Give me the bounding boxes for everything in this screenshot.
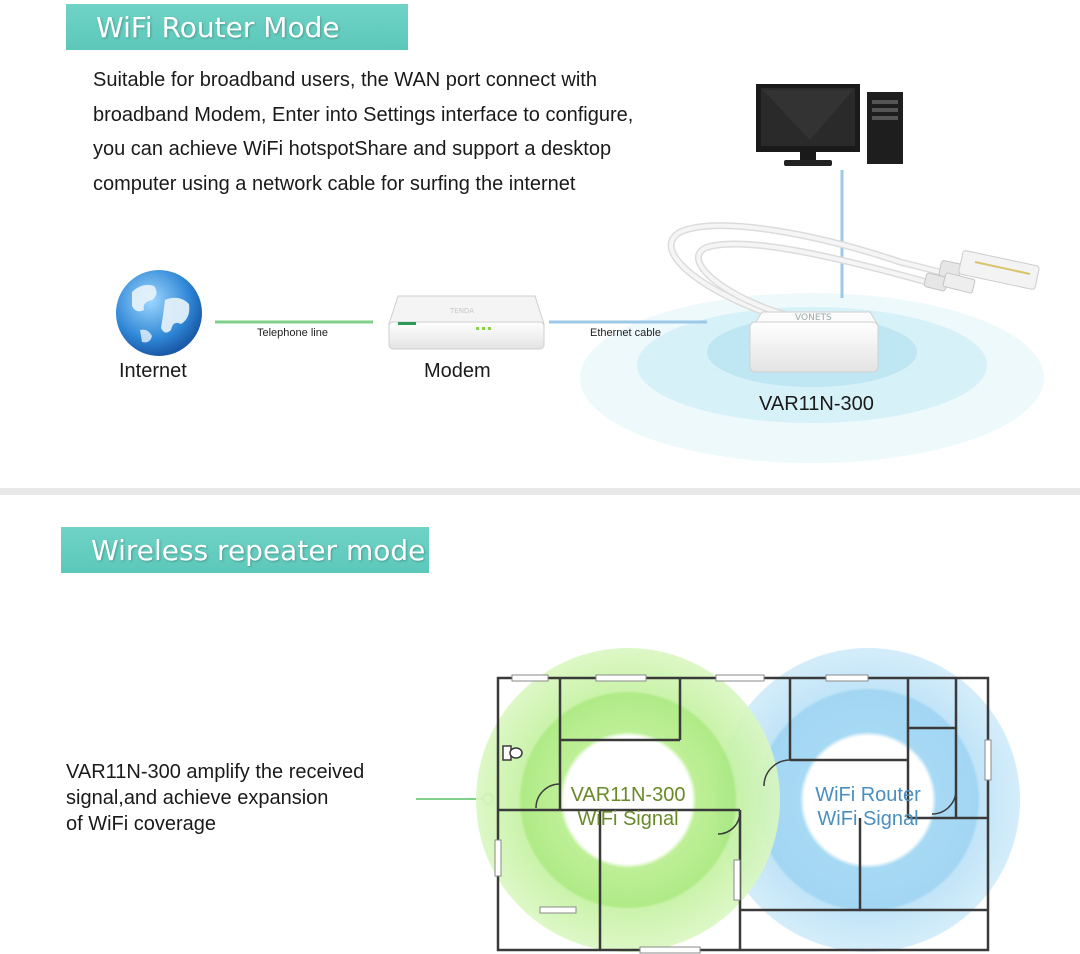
signal-label-line: WiFi Signal — [817, 808, 919, 830]
description-line: you can achieve WiFi hotspotShare and su… — [93, 138, 612, 160]
modem-icon: TENDA — [388, 295, 545, 350]
section-divider — [0, 488, 1080, 495]
modem-label: Modem — [424, 360, 491, 382]
description-line: Suitable for broadband users, the WAN po… — [93, 69, 597, 91]
signal-label-line: VAR11N-300 — [570, 784, 686, 806]
door-icons — [535, 759, 957, 835]
description-line: VAR11N-300 amplify the received — [66, 761, 365, 783]
router-mode-description: Suitable for broadband users, the WAN po… — [93, 63, 713, 201]
repeater-mode-title: Wireless repeater mode — [61, 527, 429, 573]
device-label: VAR11N-300 — [759, 393, 874, 415]
router-coverage-circle — [716, 648, 1020, 952]
floor-plan-windows — [494, 674, 992, 954]
router-device-icon: VONETS — [749, 311, 879, 373]
floor-plan — [496, 676, 990, 952]
internet-label: Internet — [119, 360, 187, 382]
repeater-signal-label: VAR11N-300 WiFi Signal — [548, 783, 708, 831]
router-mode-diagram: TENDA VONETS — [116, 84, 1044, 463]
description-line: broadband Modem, Enter into Settings int… — [93, 103, 634, 126]
ethernet-cable-label: Ethernet cable — [590, 327, 661, 339]
repeater-coverage-circle — [476, 648, 780, 952]
router-signal-label: WiFi Router WiFi Signal — [788, 783, 948, 831]
svg-text:VONETS: VONETS — [795, 313, 832, 323]
description-line: signal,and achieve expansion — [66, 787, 329, 809]
globe-icon — [116, 270, 202, 356]
signal-label-line: WiFi Router — [815, 784, 921, 806]
description-line: of WiFi coverage — [66, 813, 217, 835]
usb-connector-icon — [923, 272, 976, 294]
desktop-computer-icon — [756, 84, 903, 166]
router-mode-title: WiFi Router Mode — [66, 4, 408, 50]
device-cables — [667, 222, 944, 320]
svg-text:TENDA: TENDA — [449, 307, 474, 315]
repeater-mode-description: VAR11N-300 amplify the received signal,a… — [66, 759, 426, 837]
description-line: computer using a network cable for surfi… — [93, 172, 576, 195]
signal-label-line: WiFi Signal — [577, 808, 679, 830]
toilet-icon — [502, 745, 523, 761]
telephone-line-label: Telephone line — [257, 327, 328, 339]
